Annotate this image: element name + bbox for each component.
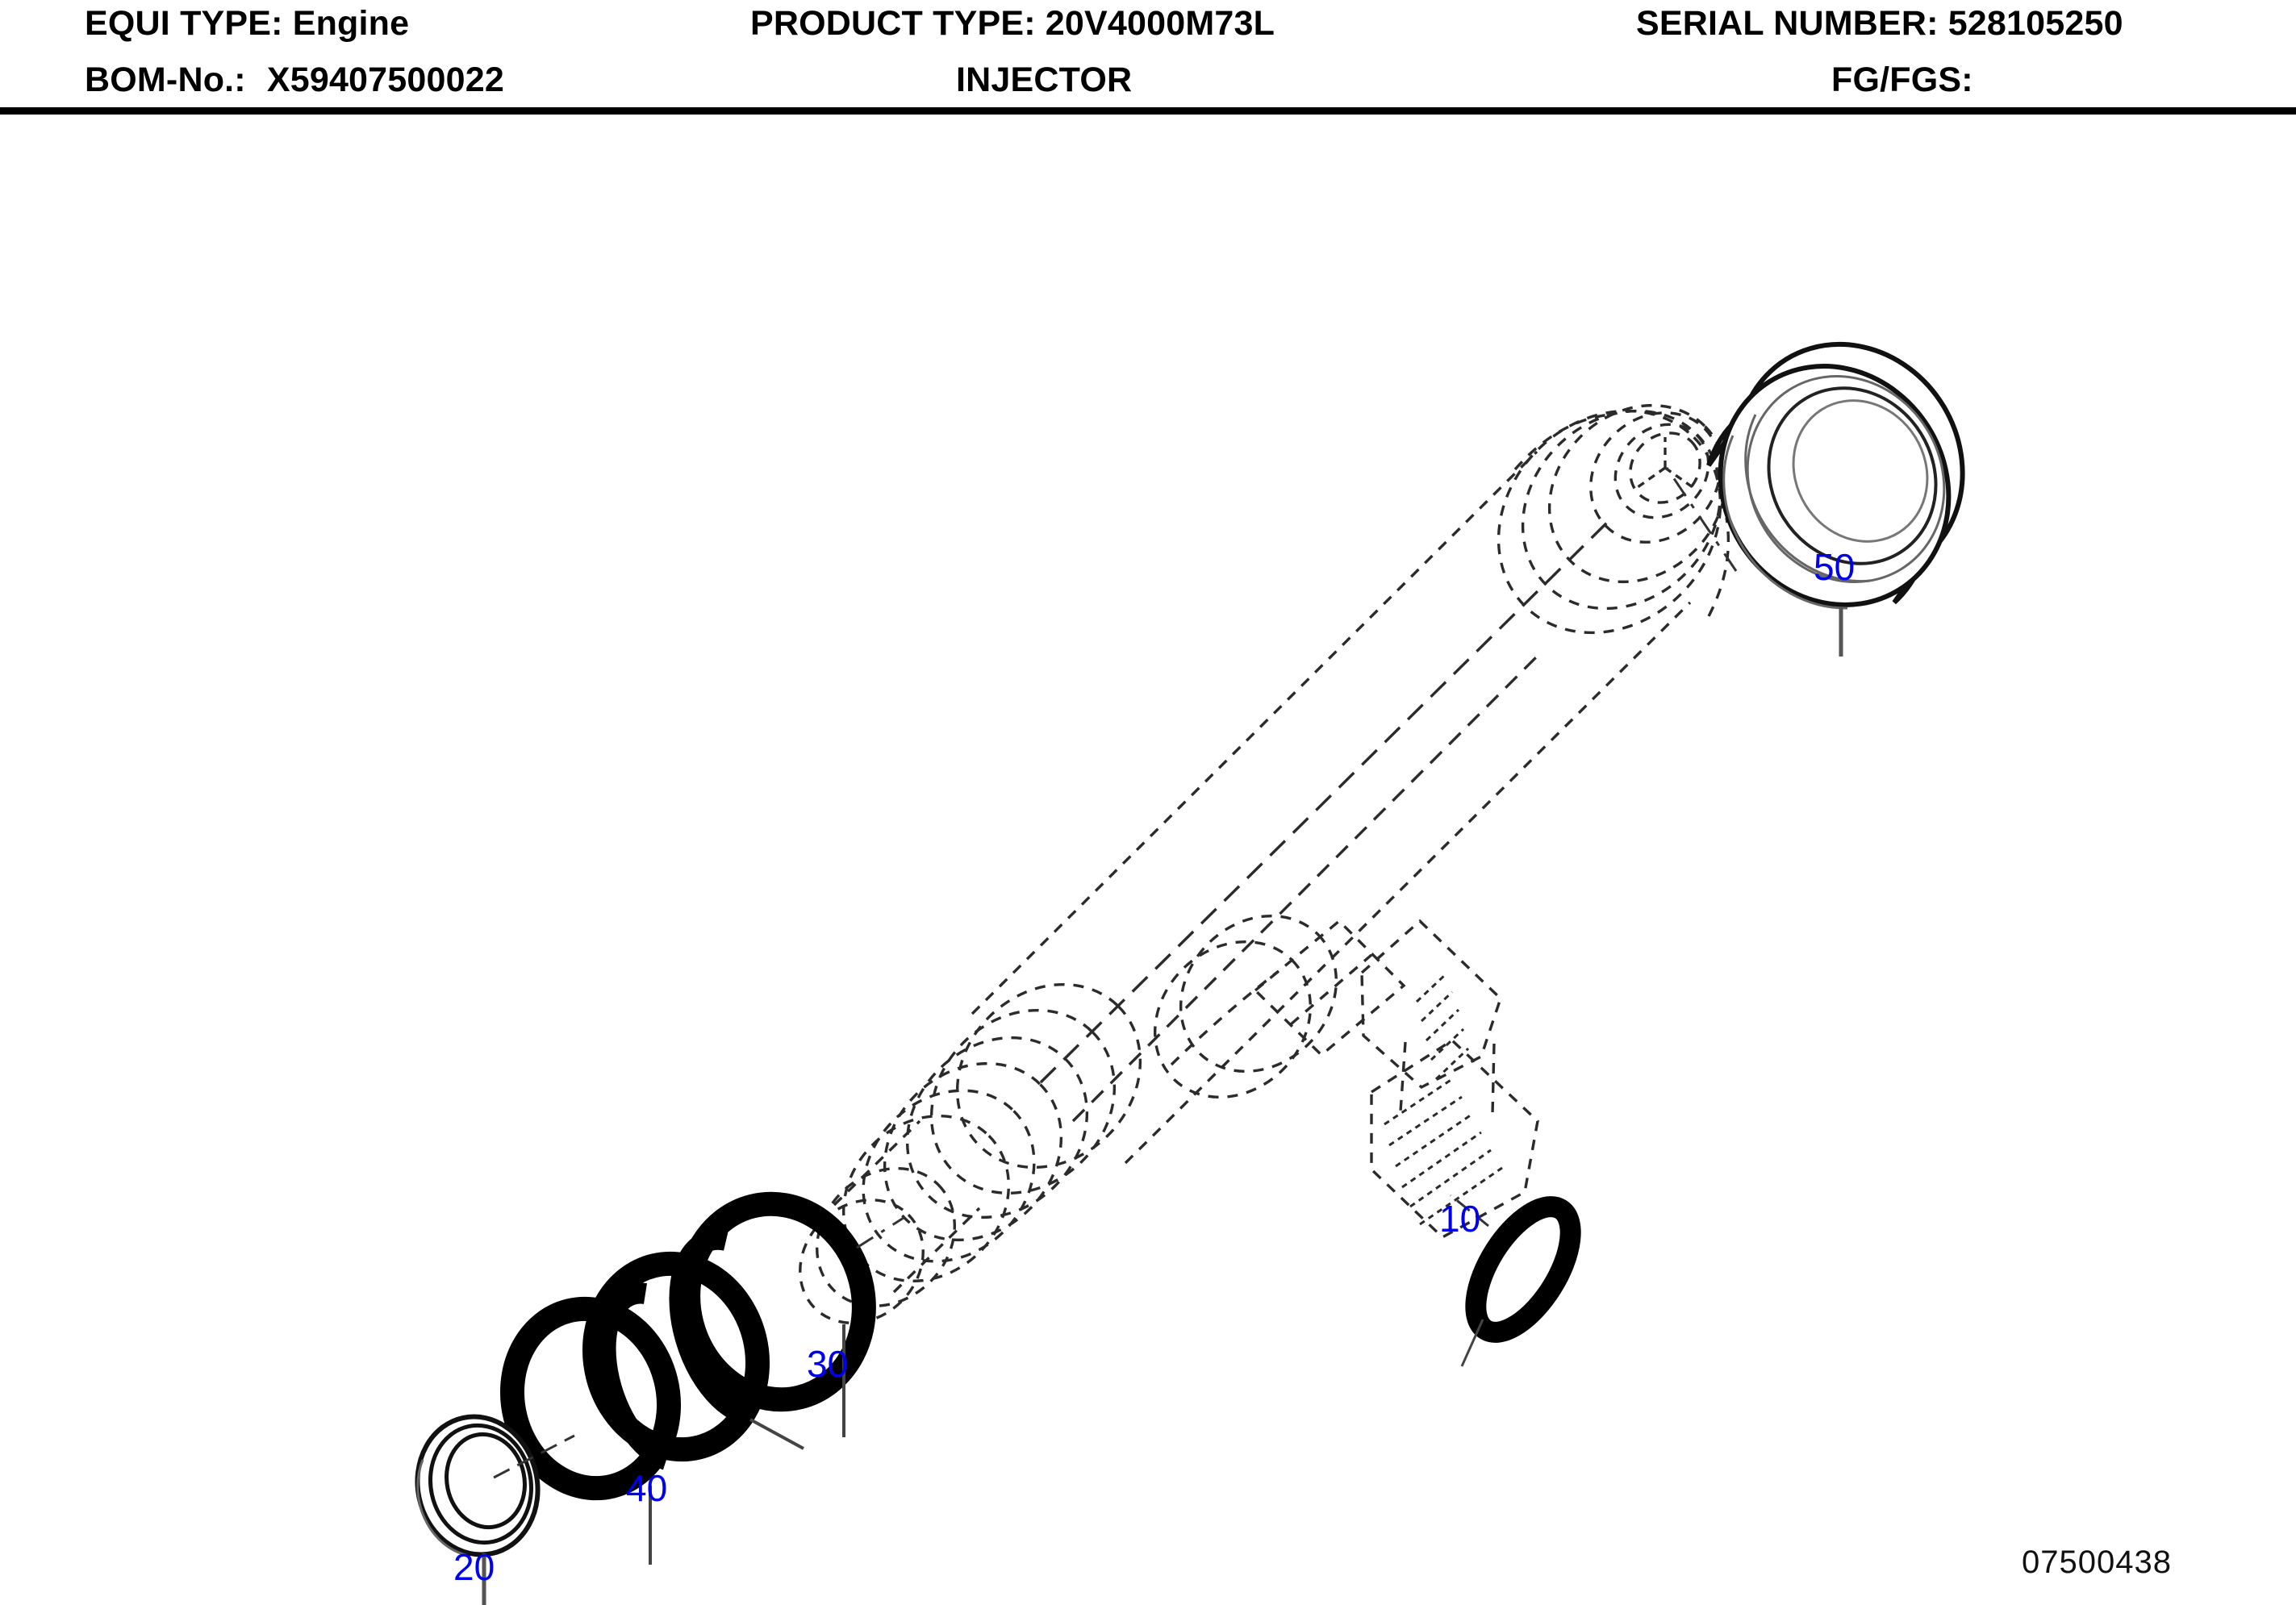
barrel-inner-line-a	[1039, 516, 1613, 1084]
callout-40[interactable]: 40	[626, 1467, 668, 1509]
callout-10[interactable]: 10	[1439, 1198, 1481, 1240]
equi-type-label: EQUI TYPE:	[85, 4, 283, 43]
barrel-inner-line-b	[1071, 655, 1538, 1123]
product-type-value: 20V4000M73L	[1045, 4, 1275, 43]
nozzle-tip-flank-upper	[833, 1119, 921, 1207]
injector-body-group	[799, 403, 1730, 1324]
part-50-cap-group	[1706, 341, 1965, 610]
nozzle-tip-ring-b	[799, 1199, 925, 1324]
header-divider-rule	[0, 107, 2296, 115]
nozzle-tip-flank-lower	[892, 1207, 981, 1294]
oring-40	[499, 1296, 682, 1501]
side-boss-group	[1360, 919, 1539, 1240]
seal-20-inner	[445, 1432, 527, 1530]
collar-ellipse-a	[1153, 940, 1313, 1099]
nozzle-band-4	[883, 1061, 1063, 1242]
mounting-lug-group	[1253, 919, 1406, 1057]
head-ring-2	[1521, 409, 1722, 611]
head-socket-y-detail	[1637, 437, 1693, 489]
nozzle-end-group	[799, 982, 1142, 1324]
nozzle-band-2	[929, 1008, 1117, 1195]
header-bom-no: BOM-No.: X59407500022	[85, 63, 504, 98]
boss-thread-texture	[1384, 973, 1503, 1226]
cap-rim-inner-1	[1746, 375, 1946, 583]
head-outer-ring	[1497, 409, 1722, 635]
boss-neck-right	[1491, 1043, 1496, 1115]
injector-head-group	[1497, 403, 1730, 635]
drawing-header: EQUI TYPE:Engine BOM-No.: X59407500022 PR…	[0, 0, 2296, 115]
header-fg-fgs-label: FG/FGS:	[1831, 60, 1973, 99]
callout-30[interactable]: 30	[807, 1343, 849, 1385]
head-ring-3	[1547, 403, 1728, 584]
cap-wall-line-a	[1722, 435, 1848, 610]
barrel-lower-flank	[1124, 601, 1692, 1165]
part-20-seal-group	[415, 1414, 541, 1557]
part-10-oring-group	[1465, 1196, 1581, 1343]
bom-no-value: X59407500022	[266, 60, 504, 99]
header-serial-number: SERIAL NUMBER:528105250	[1636, 6, 2123, 41]
seal-20-wall-arc	[416, 1459, 467, 1557]
barrel-upper-flank	[971, 450, 1538, 1015]
oring-10	[1465, 1196, 1581, 1343]
collar-ellipse-b	[1179, 914, 1338, 1073]
nozzle-band-5	[862, 1089, 1036, 1263]
nozzle-tip-ring-a	[816, 1167, 956, 1307]
collar-arc-a	[1170, 969, 1280, 1066]
nozzle-band-3	[905, 1036, 1089, 1219]
leader-30-to-nozzle	[856, 1216, 904, 1249]
drawing-number: 07500438	[2022, 1545, 2172, 1580]
leader-tick-10	[1460, 1319, 1484, 1367]
leader-20-to-cluster	[493, 1434, 575, 1479]
leader-10-to-boss	[1450, 1194, 1489, 1228]
cap-wall-line-b	[1744, 414, 1871, 583]
cap-bore-ring	[1767, 386, 1938, 565]
head-socket-ring	[1613, 423, 1710, 519]
header-assembly-name: INJECTOR	[956, 60, 1133, 99]
callout-50[interactable]: 50	[1814, 546, 1856, 588]
seal-20-mid	[428, 1423, 534, 1545]
cap-bore-inner	[1792, 399, 1929, 543]
header-equi-type: EQUI TYPE:Engine	[85, 6, 409, 41]
product-type-label: PRODUCT TYPE:	[750, 4, 1036, 43]
nozzle-band-1	[955, 982, 1142, 1169]
oring-30-inner-arc	[669, 1228, 750, 1425]
nozzle-band-6	[841, 1114, 1011, 1283]
header-product-type: PRODUCT TYPE:20V4000M73L	[750, 6, 1275, 41]
serial-number-value: 528105250	[1947, 4, 2123, 43]
leader-50-to-body	[1665, 467, 1738, 572]
serial-number-label: SERIAL NUMBER:	[1636, 4, 1939, 43]
callout-20[interactable]: 20	[453, 1546, 495, 1588]
boss-neck-left	[1399, 1041, 1407, 1112]
injector-exploded-view	[415, 341, 1965, 1605]
head-boss-ring	[1589, 411, 1722, 544]
boss-body-outline	[1360, 919, 1502, 1090]
equi-type-value: Engine	[292, 4, 410, 43]
oring-cluster-group	[499, 1191, 876, 1501]
head-shoulder-arc-left	[1513, 413, 1610, 471]
lug-edge	[1289, 953, 1373, 1026]
bom-no-label: BOM-No.:	[85, 60, 246, 99]
barrel-mid-collar-group	[1153, 914, 1338, 1099]
lug-outline	[1253, 919, 1406, 1057]
leader-tick-30-diag	[749, 1418, 804, 1450]
head-socket-inner	[1629, 431, 1701, 504]
oring-middle-inner-arc	[595, 1282, 670, 1470]
technical-drawing-canvas	[0, 115, 2296, 1605]
